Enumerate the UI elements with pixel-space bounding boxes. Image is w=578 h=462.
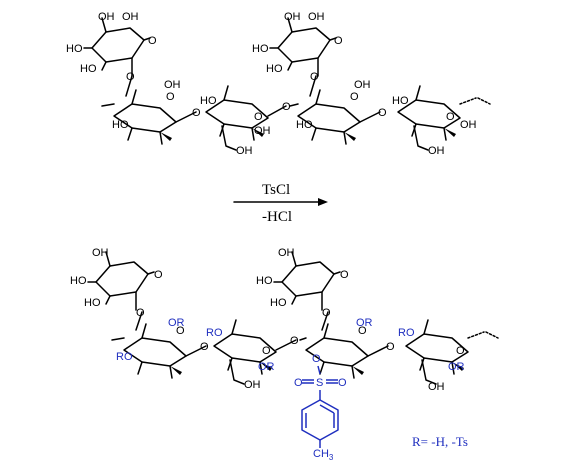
atom-label-o: O: [166, 91, 175, 103]
atom-label-oh: OH: [308, 11, 325, 23]
atom-label-or: OR: [356, 317, 373, 329]
atom-label-o: O: [378, 107, 387, 119]
atom-label-ho: HO: [84, 297, 101, 309]
atom-label-oh: OH: [98, 11, 115, 23]
atom-label-oh: OH: [428, 145, 445, 157]
atom-label-o: O: [386, 341, 395, 353]
atom-label-or: OR: [258, 361, 275, 373]
atom-label-o: O: [262, 345, 271, 357]
atom-label-oh: OH: [122, 11, 139, 23]
atom-label-o: O: [136, 307, 145, 319]
atom-label-o: O: [148, 35, 157, 47]
atom-label-oh: OH: [278, 247, 295, 259]
atom-label-o: O: [312, 353, 321, 365]
atom-label-o: O: [334, 35, 343, 47]
atom-label-o: O: [358, 325, 367, 337]
atom-label-oh: OH: [254, 125, 271, 137]
atom-label-ho: HO: [80, 63, 97, 75]
reactant-galactomannan: OH OH HO HO O O O OH HO O HO O OH OH O O…: [66, 11, 491, 157]
r-group-definition: R= -H, -Ts: [412, 434, 468, 449]
atom-label-o: O: [294, 377, 303, 389]
atom-label-o: O: [310, 71, 319, 83]
atom-label-oh: OH: [460, 119, 477, 131]
atom-label-o: O: [290, 335, 299, 347]
atom-label-oh: OH: [284, 11, 301, 23]
atom-label-ho: HO: [252, 43, 269, 55]
atom-label-ro: RO: [398, 327, 415, 339]
atom-label-o: O: [338, 377, 347, 389]
atom-label-o: O: [322, 307, 331, 319]
reagent-label: TsCl: [262, 182, 290, 198]
atom-label-o: O: [350, 91, 359, 103]
atom-label-o: O: [126, 71, 135, 83]
atom-label-oh: OH: [92, 247, 109, 259]
atom-label-ho: HO: [392, 95, 409, 107]
atom-label-ho: HO: [112, 119, 129, 131]
atom-label-ch3: CH3: [313, 448, 334, 462]
byproduct-label: -HCl: [262, 209, 292, 225]
atom-label-o: O: [192, 107, 201, 119]
benzene-ring: [301, 399, 339, 441]
atom-label-or: OR: [448, 361, 465, 373]
atom-label-or: OR: [168, 317, 185, 329]
atom-label-o: O: [456, 345, 465, 357]
atom-label-ho: HO: [66, 43, 83, 55]
atom-label-ho: HO: [266, 63, 283, 75]
product-tosylated-galactomannan: OH HO HO O O O OR RO O RO O OR OH O OH H…: [70, 247, 499, 462]
atom-label-o: O: [200, 341, 209, 353]
atom-label-s: S: [316, 377, 323, 389]
atom-label-ho: HO: [200, 95, 217, 107]
atom-label-oh: OH: [428, 381, 445, 393]
atom-label-ro: RO: [116, 351, 133, 363]
atom-label-oh: OH: [354, 79, 371, 91]
reaction-arrow-group: TsCl -HCl: [233, 182, 328, 225]
atom-label-o: O: [176, 325, 185, 337]
atom-label-ho: HO: [256, 275, 273, 287]
atom-label-ho: HO: [270, 297, 287, 309]
arrow-head-icon: [318, 198, 328, 206]
atom-label-ho: HO: [296, 119, 313, 131]
atom-label-o: O: [446, 111, 455, 123]
atom-label-o: O: [254, 111, 263, 123]
atom-label-o: O: [340, 269, 349, 281]
atom-label-ro: RO: [206, 327, 223, 339]
atom-label-oh: OH: [244, 379, 261, 391]
atom-label-o: O: [154, 269, 163, 281]
atom-label-ho: HO: [70, 275, 87, 287]
atom-label-o: O: [282, 101, 291, 113]
atom-label-oh: OH: [164, 79, 181, 91]
tosyl-group: O S O O CH3: [294, 353, 347, 462]
atom-label-oh: OH: [236, 145, 253, 157]
